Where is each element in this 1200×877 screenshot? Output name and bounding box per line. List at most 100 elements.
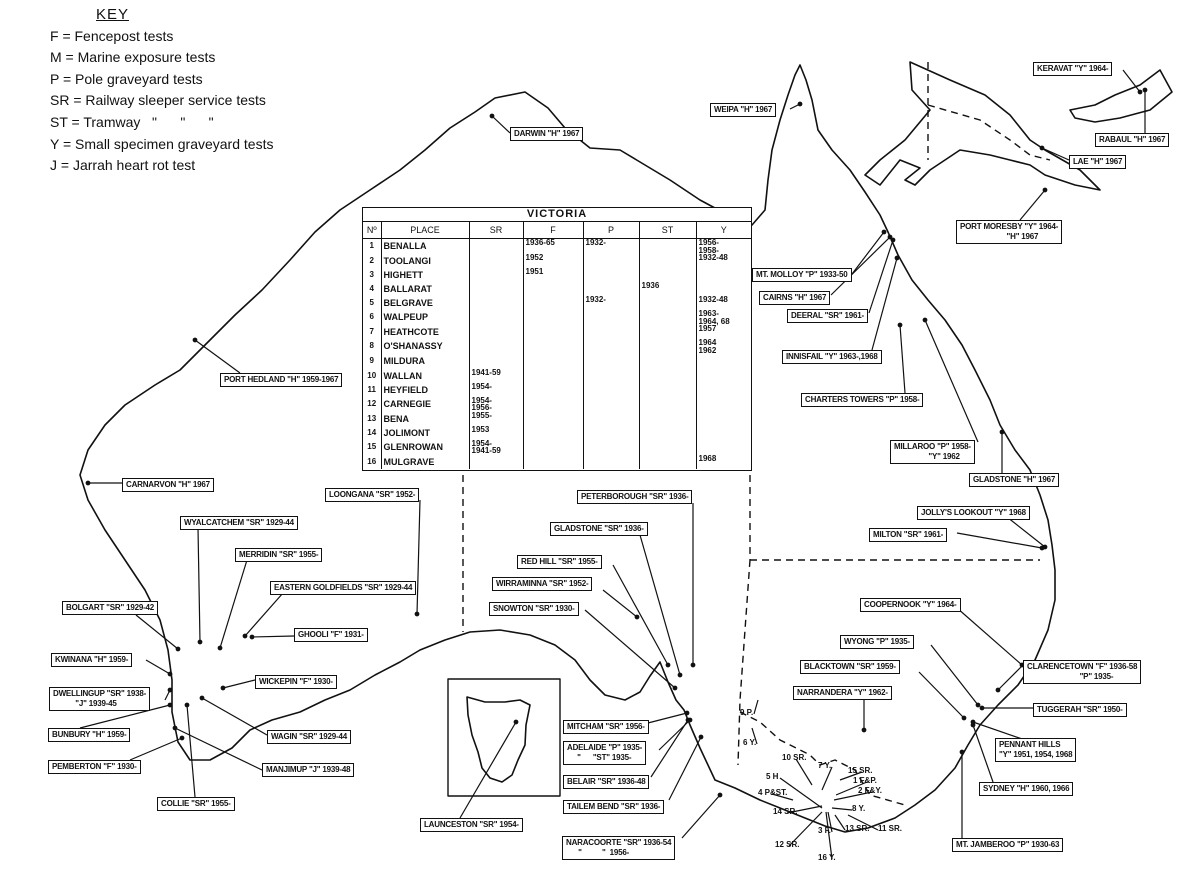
leader-line <box>681 794 721 839</box>
table-cell-f <box>522 382 583 397</box>
site-label: BLACKTOWN "SR" 1959- <box>800 660 900 674</box>
table-cell-y <box>695 382 751 397</box>
table-cell-no: 5 <box>369 298 374 308</box>
table-cell-place: WALLAN <box>380 368 469 383</box>
site-label: DARWIN "H" 1967 <box>510 127 584 141</box>
leader-line <box>459 721 517 819</box>
victoria-site-number: 10 SR. <box>782 753 807 762</box>
table-cell-y: 1968 <box>695 454 751 470</box>
table-cell-no: 15 <box>367 441 377 451</box>
site-label: SYDNEY "H" 1960, 1966 <box>979 782 1074 796</box>
site-marker <box>717 792 723 798</box>
leader-line <box>194 339 241 374</box>
leader-line <box>129 737 183 761</box>
site-marker <box>220 685 226 691</box>
table-cell-y: 1963- 1964, 68 <box>695 310 751 326</box>
leader-line <box>186 704 196 798</box>
site-marker <box>197 639 203 645</box>
table-cell-p <box>582 411 639 426</box>
table-cell-st <box>638 238 696 254</box>
victoria-table-title: VICTORIA <box>363 208 751 222</box>
table-cell-st <box>638 354 696 369</box>
site-label: GLADSTONE "SR" 1936- <box>550 522 648 536</box>
table-cell-y: 1957 <box>695 325 751 340</box>
table-cell-p <box>582 354 639 369</box>
site-label: BOLGART "SR" 1929-42 <box>62 601 159 615</box>
site-label: MILLAROO "P" 1958- "Y" 1962 <box>890 440 975 464</box>
table-cell-st <box>638 382 696 397</box>
table-cell-sr <box>468 310 523 326</box>
table-cell-place: O'SHANASSY <box>380 339 469 355</box>
table-cell-f <box>522 411 583 426</box>
table-cell-st <box>638 425 696 440</box>
leader-line <box>612 564 669 666</box>
site-label: DWELLINGUP "SR" 1938- "J" 1939-45 <box>49 687 151 711</box>
table-cell-y: 1932-48 <box>695 253 751 269</box>
site-label: BELAIR "SR" 1936-48 <box>563 775 650 789</box>
leader-line <box>1019 189 1046 221</box>
table-header: Nº <box>363 222 381 239</box>
table-cell-f <box>522 439 583 455</box>
victoria-leader-line <box>825 811 833 860</box>
victoria-site-number: 13 SR. <box>845 824 870 833</box>
victoria-site-number: 9 P. <box>740 708 754 717</box>
victoria-site-number: 14 SR. <box>773 807 798 816</box>
site-label: SNOWTON "SR" 1930- <box>489 602 579 616</box>
site-label: CAIRNS "H" 1967 <box>759 291 831 305</box>
table-cell-place: MULGRAVE <box>380 454 469 470</box>
site-label: LAUNCESTON "SR" 1954- <box>420 818 523 832</box>
table-header: P <box>582 222 639 239</box>
leader-line <box>491 115 511 134</box>
table-cell-st <box>638 254 696 269</box>
australia-coastline <box>79 64 1056 833</box>
leader-line <box>145 659 171 675</box>
table-cell-y: 1956- 1958- <box>695 238 751 254</box>
table-cell-y <box>695 425 751 440</box>
leader-line <box>639 534 681 676</box>
table-cell-place: TOOLANGI <box>380 254 469 269</box>
victoria-leader-line <box>779 777 823 809</box>
victoria-site-number: 2 F&Y. <box>858 786 883 795</box>
site-marker <box>975 702 981 708</box>
site-marker <box>887 234 893 240</box>
site-label: MILTON "SR" 1961- <box>869 528 948 542</box>
site-label: NARRANDERA "Y" 1962- <box>793 686 892 700</box>
leader-line <box>830 236 891 296</box>
table-cell-y: 1932-48 <box>695 296 751 311</box>
table-header: ST <box>638 222 696 239</box>
leader-line <box>956 607 1023 666</box>
site-marker <box>1142 87 1148 93</box>
site-label: LOONGANA "SR" 1952- <box>325 488 420 502</box>
site-label: MANJIMUP "J" 1939-48 <box>262 763 355 777</box>
table-cell-f <box>522 310 583 326</box>
table-cell-p <box>582 254 639 269</box>
site-marker <box>797 101 803 107</box>
table-cell-f <box>522 354 583 369</box>
table-cell-place: CARNEGIE <box>380 396 469 412</box>
table-header: PLACE <box>380 222 469 239</box>
victoria-site-number: 12 SR. <box>775 840 800 849</box>
table-cell-place: BALLARAT <box>380 282 469 297</box>
site-label: PETERBOROUGH "SR" 1936- <box>577 490 693 504</box>
table-cell-p <box>582 439 639 455</box>
site-marker <box>961 715 967 721</box>
victoria-leader-line <box>839 771 863 781</box>
table-cell-y <box>695 368 751 383</box>
victoria-leader-line <box>835 781 868 796</box>
site-label: MT. MOLLOY "P" 1933-50 <box>752 268 852 282</box>
table-cell-sr: 1941-59 <box>468 368 523 383</box>
tasmania-inset-frame <box>447 678 561 797</box>
site-marker <box>897 322 903 328</box>
victoria-leader-line <box>847 814 879 831</box>
leader-line <box>416 499 421 615</box>
site-label: JOLLY'S LOOKOUT "Y" 1968 <box>917 506 1030 520</box>
table-cell-p <box>582 268 639 283</box>
site-label: KERAVAT "Y" 1964- <box>1033 62 1113 76</box>
table-cell-y <box>695 354 751 369</box>
